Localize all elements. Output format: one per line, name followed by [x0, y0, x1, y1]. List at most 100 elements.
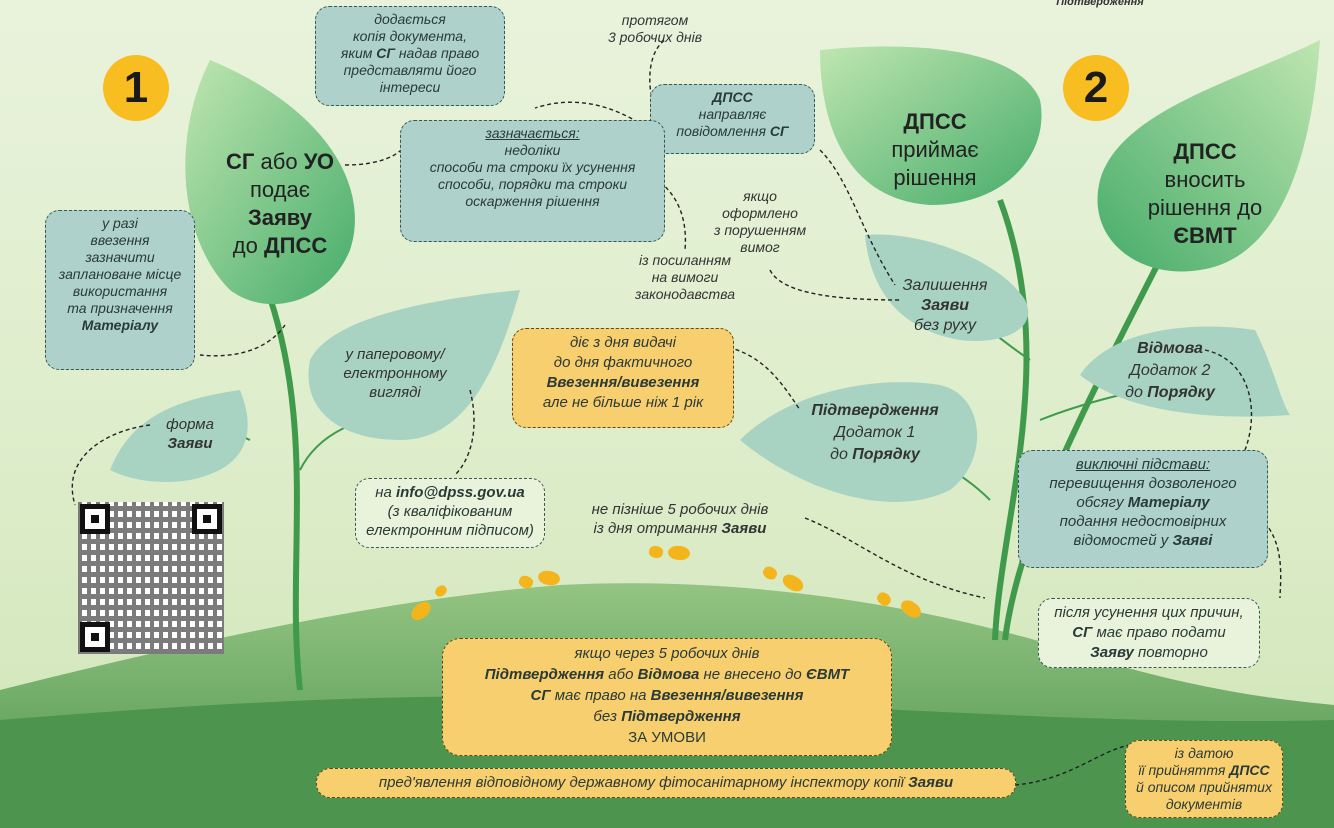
copy-note-l4: представляти його [343, 62, 477, 78]
fallback-condition: якщо через 5 робочих днів Підтвердження … [442, 638, 892, 756]
copy-note-l3b: СГ [376, 45, 395, 61]
no-move-l1: Залишення [902, 277, 988, 294]
specified-i2: способи та строки їх усунення [429, 159, 636, 175]
bottom-l4b: Підтвердження [621, 708, 741, 725]
confirm-leaf-l3pre: до [830, 446, 853, 463]
import-note-l7: Матеріалу [81, 317, 159, 333]
leaf1-l4pre: до [232, 233, 264, 258]
import-note: у разі ввезення зазначити заплановане мі… [45, 210, 195, 370]
paper-leaf-text: у паперовому/ електронному вигляді [315, 345, 475, 402]
leaf1-l4: ДПСС [263, 233, 328, 258]
form-leaf-l1: форма [166, 416, 214, 433]
dpss-notice-l3b: СГ [769, 123, 789, 139]
exceptional-i4pre: відомостей у [1073, 532, 1173, 549]
bottom-l2e: не внесено до [699, 666, 806, 683]
resubmit-l3: повторно [1133, 644, 1208, 661]
no-move-l2: Заяви [920, 297, 970, 314]
within3-l2: 3 робочих днів [607, 29, 703, 45]
copy-note: додається копія документа, яким СГ надав… [315, 6, 505, 106]
date-note: із датою її прийняття ДПСС й описом прий… [1125, 740, 1283, 818]
import-note-l4: заплановане місце [58, 266, 182, 282]
header-fragment: Підтвердження [1056, 0, 1144, 8]
leaf2-l2: приймає [891, 137, 979, 162]
resubmit-l2: має право подати [1092, 624, 1226, 641]
leaf1-l3: Заяву [247, 205, 313, 230]
law-ref-l1: із посиланням [639, 252, 731, 268]
refusal-leaf-text: Відмова Додаток 2 до Порядку [1100, 338, 1240, 404]
import-note-l2: ввезення [90, 232, 150, 248]
bottom-l5: пред'явлення відповідному державному фіт… [378, 774, 909, 791]
leaf1-l2: подає [250, 177, 310, 202]
dpss-notice-l1: ДПСС [712, 89, 753, 105]
valid-note-l3: Ввезення/вивезення [546, 374, 700, 391]
exceptional-title: виключні підстави: [1075, 456, 1211, 473]
leaf1-sg: СГ [226, 149, 255, 174]
leaf-register-text: ДПСС вносить рішення до ЄВМТ [1140, 138, 1270, 250]
resubmit-note: після усунення цих причин, СГ має право … [1038, 598, 1260, 668]
paper-leaf-l3: вигляді [369, 384, 421, 401]
import-note-l3: зазначити [85, 249, 155, 265]
form-leaf-l2: Заяви [167, 435, 213, 452]
bottom-l3b2: Ввезення/вивезення [650, 687, 804, 704]
law-ref-l3: законодавства [635, 286, 735, 302]
leaf3-l2: вносить [1164, 167, 1246, 192]
specified-i4: оскарження рішення [465, 193, 600, 209]
copy-note-l5: інтереси [379, 79, 441, 95]
no-move-l3: без руху [914, 317, 976, 334]
within3-l1: протягом [621, 12, 689, 28]
bottom-l4pre: без [593, 708, 622, 725]
bottom-l1: якщо через 5 робочих днів [574, 645, 760, 662]
resubmit-l2b: СГ [1072, 624, 1093, 641]
copy-note-l1: додається [374, 11, 446, 27]
exceptional-i3: подання недостовірних [1059, 513, 1227, 530]
specified-i3: способи, порядки та строки [438, 176, 627, 192]
validity-note: діє з дня видачі до дня фактичного Ввезе… [512, 328, 734, 428]
bottom-l3m: має право на [550, 687, 651, 704]
import-note-l5: використання [72, 283, 168, 299]
import-note-l6: та призначення [67, 300, 173, 316]
bottom-l2b2: Відмова [637, 666, 700, 683]
bottom-l2b3: ЄВМТ [805, 666, 850, 683]
import-note-l1: у разі [102, 215, 138, 231]
deadline5-l2b: Заяви [721, 520, 767, 537]
exceptional-i2pre: обсягу [1076, 494, 1128, 511]
violation-note: якщо оформлено з порушенням вимог [705, 188, 815, 256]
paper-leaf-l2: електронному [343, 365, 447, 382]
present-copy-note: пред'явлення відповідному державному фіт… [316, 768, 1016, 798]
dpss-notice-l2: направляє [698, 106, 767, 122]
email-link[interactable]: info@dpss.gov.ua [395, 484, 525, 501]
leaf2-l3: рішення [893, 165, 977, 190]
leaf1-or: або [254, 149, 304, 174]
step-two-badge: 2 [1063, 55, 1129, 121]
exceptional-grounds: виключні підстави: перевищення дозволено… [1018, 450, 1268, 568]
leaf2-l1: ДПСС [903, 109, 967, 134]
bottom-l5b: Заяви [908, 774, 954, 791]
exceptional-i1: перевищення дозволеного [1049, 475, 1237, 492]
valid-note-l2: до дня фактичного [553, 354, 693, 371]
leaf-decision-text: ДПСС приймає рішення [880, 108, 990, 192]
leaf3-l3: рішення до [1147, 195, 1263, 220]
confirmation-leaf-text: Підтвердження Додаток 1 до Порядку [795, 400, 955, 466]
deadline5-l1: не пізніше 5 робочих днів [591, 501, 769, 518]
date-note-l3: й описом прийнятих [1136, 779, 1272, 795]
refusal-leaf-l2: Додаток 2 [1129, 362, 1211, 379]
refusal-leaf-l1: Відмова [1137, 340, 1203, 357]
leaf3-l1: ДПСС [1173, 139, 1237, 164]
email-note-l3: електронним підписом) [366, 522, 534, 539]
bottom-l2b1: Підтвердження [484, 666, 605, 683]
leaf3-l4: ЄВМТ [1173, 223, 1237, 248]
date-note-l2pre: її прийняття [1138, 762, 1230, 778]
bottom-l3b1: СГ [530, 687, 551, 704]
valid-note-l4: але не більше ніж 1 рік [542, 394, 704, 411]
copy-note-l2: копія документа, [353, 28, 467, 44]
confirm-leaf-l3: Порядку [852, 446, 920, 463]
form-leaf-text: форма Заяви [150, 415, 230, 453]
confirm-leaf-l1: Підтвердження [811, 402, 939, 419]
qr-finder-bl [80, 622, 110, 652]
deadline5-l2pre: із дня отримання [593, 520, 722, 537]
law-ref-l2: на вимоги [651, 269, 719, 285]
qr-code[interactable] [78, 502, 224, 654]
copy-note-l3pre: яким [340, 45, 377, 61]
dpss-notice: ДПСС направляє повідомлення СГ [650, 84, 815, 154]
deadline-5-days: не пізніше 5 робочих днів із дня отриман… [560, 500, 800, 538]
